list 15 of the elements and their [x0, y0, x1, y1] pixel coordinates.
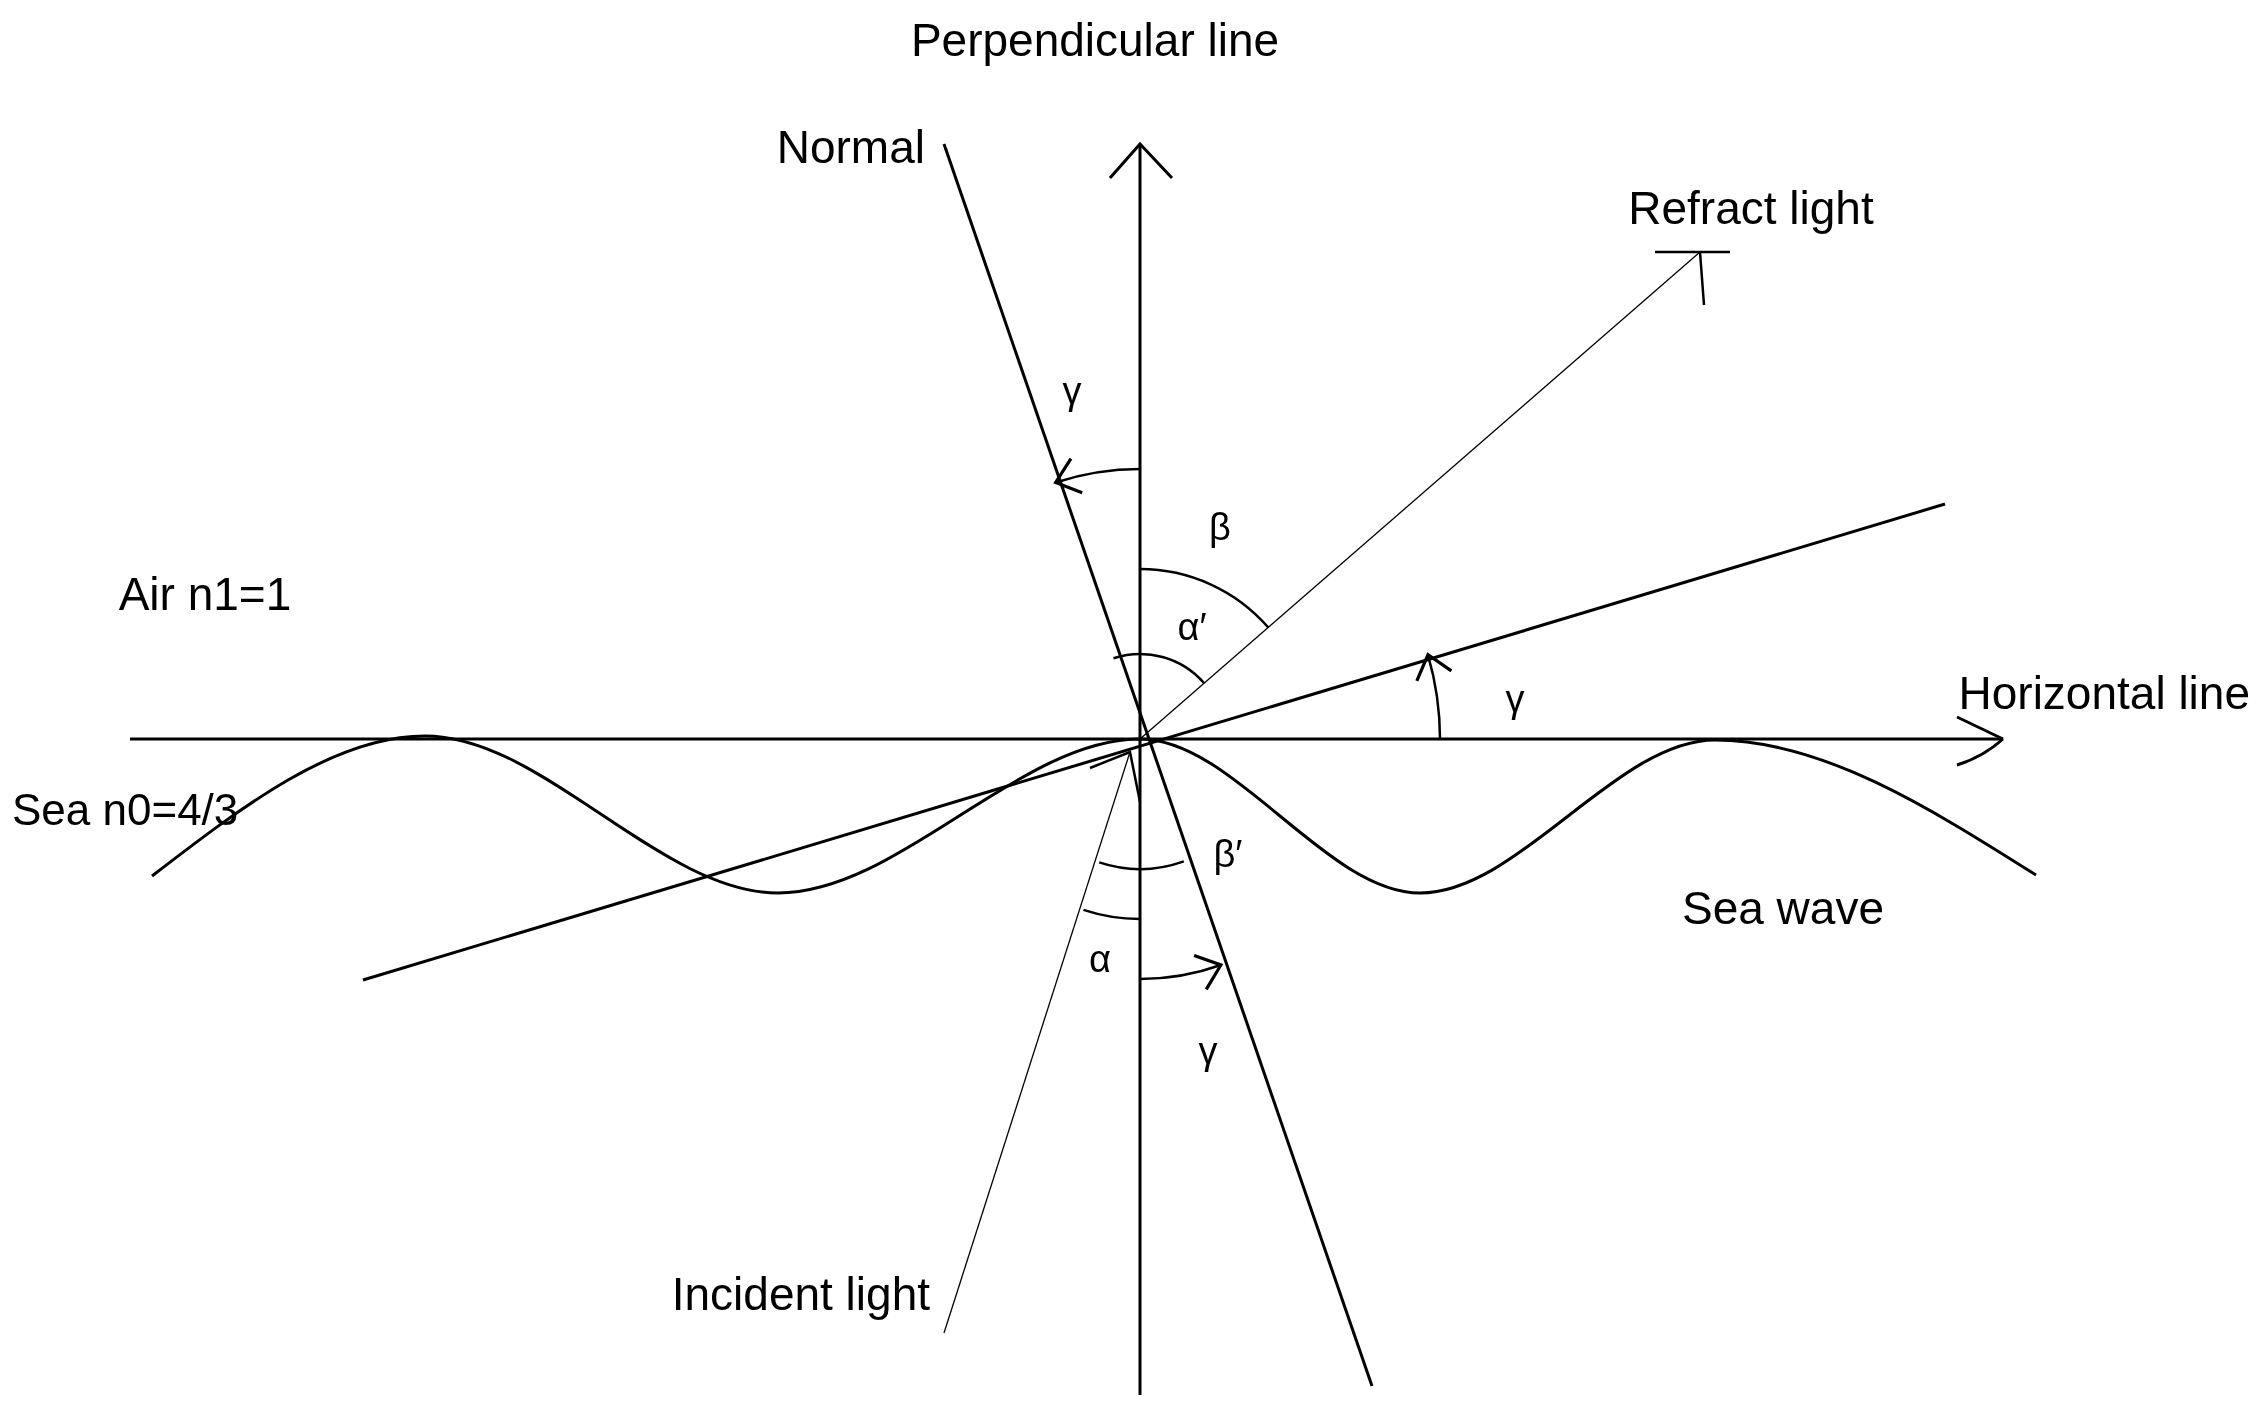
axis-label: Sea wave [1682, 882, 1884, 934]
angle-symbol: β′ [1213, 834, 1243, 876]
axis-label: Perpendicular line [910, 14, 1280, 66]
angle-symbol: α′ [1177, 607, 1207, 649]
angle-symbol: γ [1505, 679, 1525, 721]
axis-label: Refract light [1628, 182, 1874, 234]
angle-symbol: γ [1062, 371, 1082, 413]
angle-symbol: γ [1198, 1031, 1218, 1073]
axis-label: Incident light [671, 1268, 930, 1320]
angle-symbol: β [1209, 507, 1231, 549]
angle-symbol: α [1089, 939, 1111, 981]
axis-label: Horizontal line [1958, 667, 2250, 719]
axis-label: Sea n0=4/3 [12, 785, 239, 835]
axis-label: Air n1=1 [118, 568, 292, 620]
axis-label: Normal [776, 121, 925, 173]
